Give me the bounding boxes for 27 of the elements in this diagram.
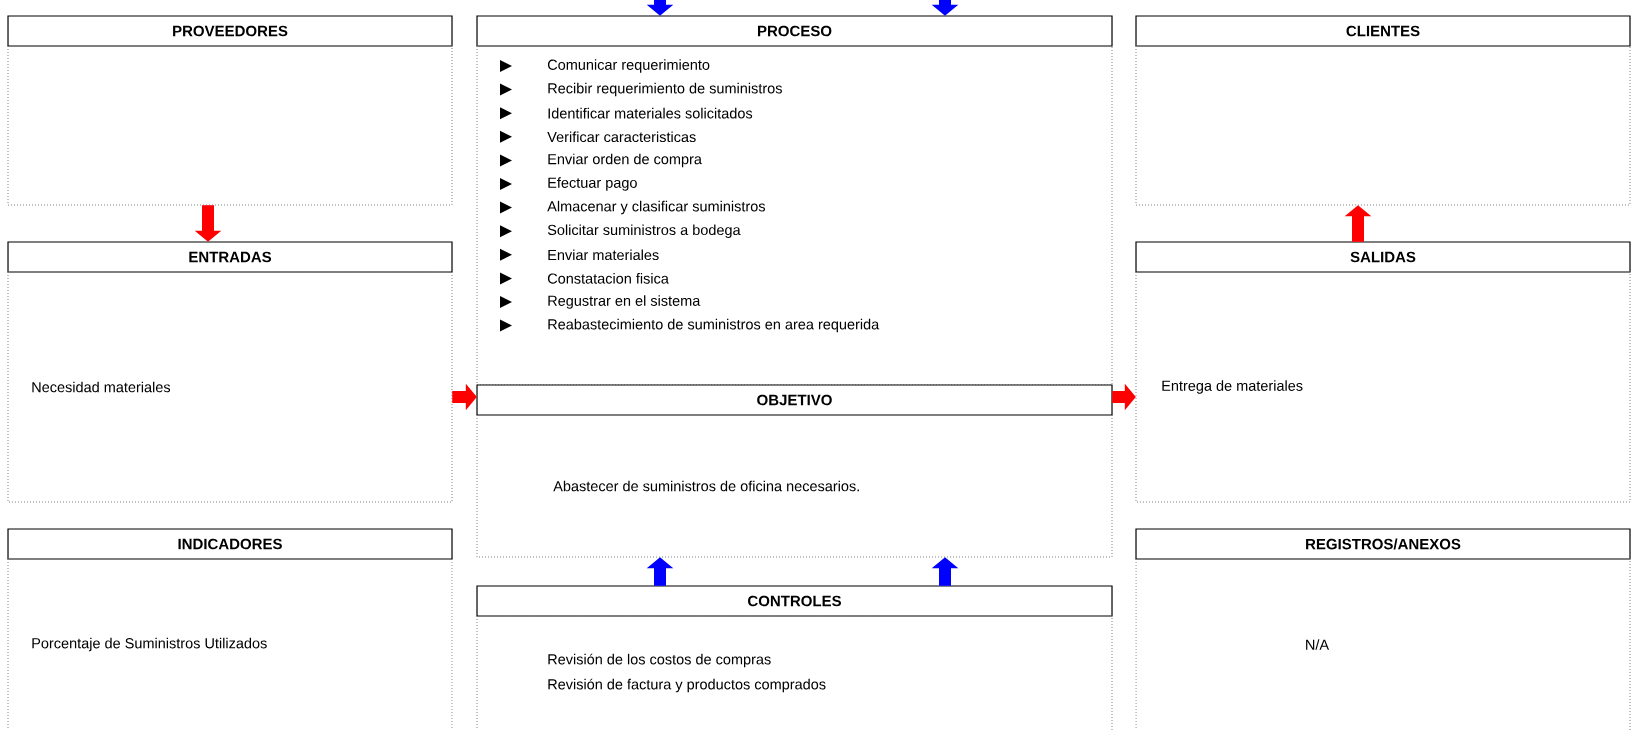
header-box: PROCESO — [476, 15, 1113, 47]
node-label: Comunicar requerimiento — [547, 59, 710, 73]
node-label: Efectuar pago — [548, 177, 637, 191]
node-label: Enviar orden de compra — [548, 153, 702, 168]
header-box: OBJETIVO — [476, 384, 1113, 416]
header-box: CONTROLES — [476, 585, 1113, 617]
body-box: Porcentaje de Suministros Utilizados — [7, 558, 453, 730]
body-box: Revisión de los costos de compras Revisión de factura y productos comprados — [476, 615, 1113, 730]
node-label: Reabastecimiento de suministros en area requerida — [548, 318, 880, 333]
node-label: Constatacion fisica — [547, 273, 669, 284]
body-box: Abastecer de suministros de oficina necesarios. — [476, 414, 1113, 558]
node-label: Solicitar suministros a bodega — [547, 224, 741, 238]
header-box: ENTRADAS — [7, 241, 453, 273]
node-label: Enviar materiales — [548, 249, 659, 261]
body-box: Necesidad materiales — [7, 271, 453, 503]
node-label: Verificar caracteristicas — [547, 131, 696, 143]
header-box: INDICADORES — [7, 528, 453, 560]
header-box: SALIDAS — [1135, 241, 1631, 273]
body-box: N/A — [1135, 558, 1631, 730]
node-label: Identificar materiales solicitados — [548, 107, 753, 119]
node-label: Almacenar y clasificar suministros — [547, 200, 766, 215]
header-box: PROVEEDORES — [7, 15, 453, 47]
node-label: Regustrar en el sistema — [548, 295, 701, 309]
header-box: CLIENTES — [1135, 15, 1631, 47]
header-box: REGISTROS/ANEXOS — [1135, 528, 1631, 560]
body-box: Entrega de materiales — [1135, 271, 1631, 503]
node-label: Recibir requerimiento de suministros — [548, 82, 782, 97]
